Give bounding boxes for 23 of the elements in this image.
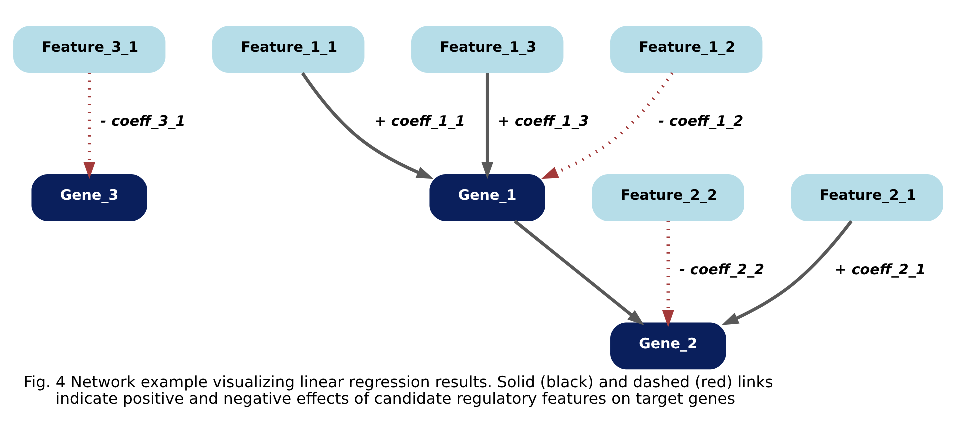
node-box: Gene_1 (430, 174, 546, 222)
edge-label: - coeff_2_2 (679, 262, 764, 278)
arrow (662, 221, 674, 328)
arrow (541, 72, 674, 180)
arrow (722, 220, 853, 326)
arrow (514, 220, 644, 326)
node-box: Gene_2 (610, 322, 726, 370)
node-box: Feature_3_1 (14, 26, 166, 74)
edge-label: + coeff_1_1 (374, 114, 466, 130)
arrow (301, 72, 434, 180)
arrow (482, 73, 494, 180)
node-box: Feature_1_3 (412, 26, 564, 74)
node-box: Feature_2_2 (592, 174, 744, 222)
edge-label: + coeff_1_3 (498, 114, 590, 130)
arrow (84, 73, 96, 180)
edge-label: + coeff_2_1 (834, 262, 926, 278)
node-box: Feature_2_1 (791, 174, 944, 222)
caption: Fig. 4 Network example visualizing linear regression results. Solid (black) and dashed (red) links indicate positive and negative effects of candidate regulatory features on target genes (24, 373, 774, 408)
edge-label: - coeff_1_2 (658, 114, 744, 130)
edge-label: - coeff_3_1 (100, 114, 186, 130)
node-box: Gene_3 (32, 174, 148, 222)
node-box: Feature_1_2 (610, 26, 763, 74)
node-box: Feature_1_1 (212, 26, 365, 74)
